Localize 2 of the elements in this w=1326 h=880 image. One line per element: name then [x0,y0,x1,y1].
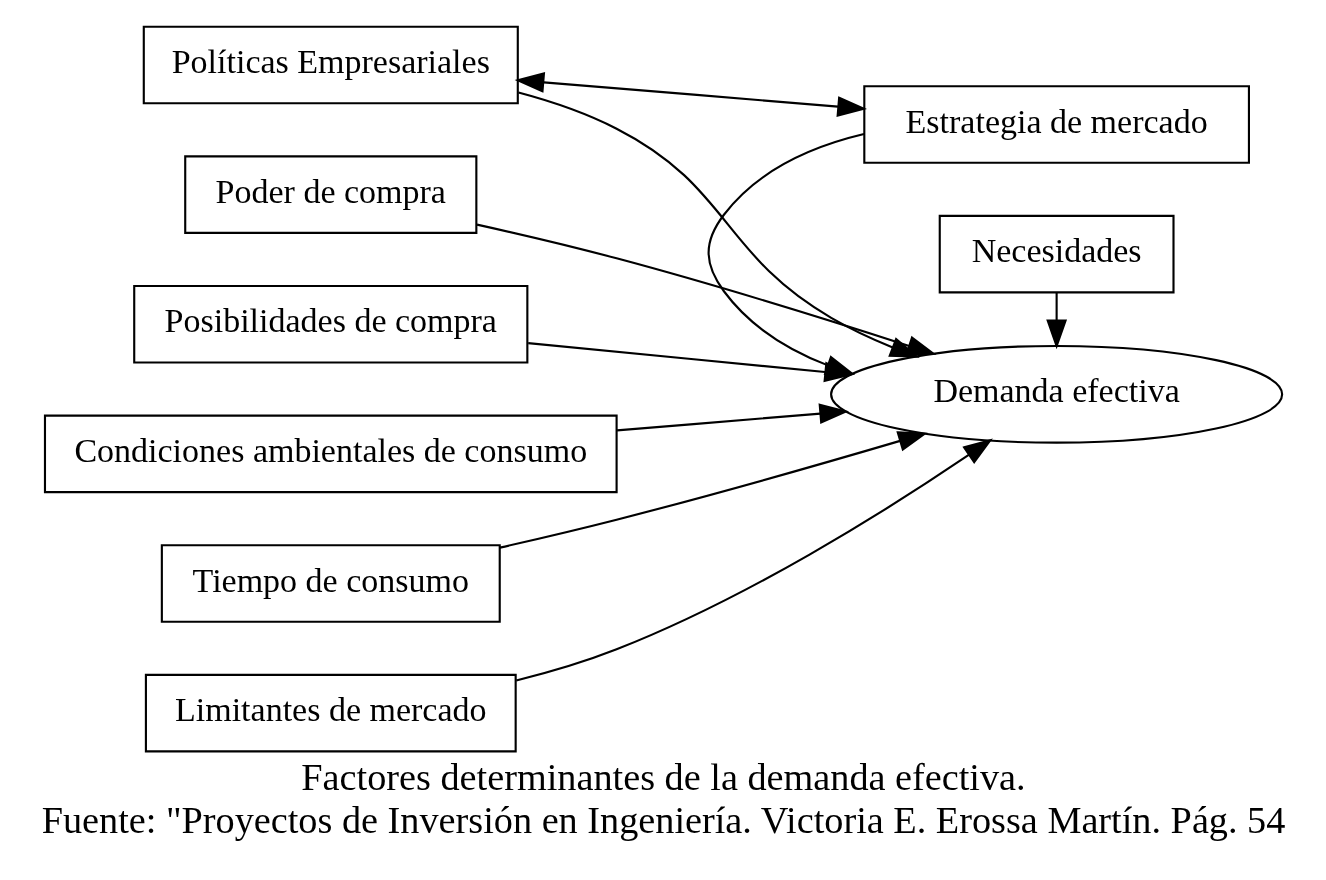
caption: Fuente: "Proyectos de Inversión en Ingeniería. Victoria E. Erossa Martín. Pág. 54 [41,798,1285,841]
diagram-title: Factores determinantes de la demanda efectiva. [300,756,1026,799]
